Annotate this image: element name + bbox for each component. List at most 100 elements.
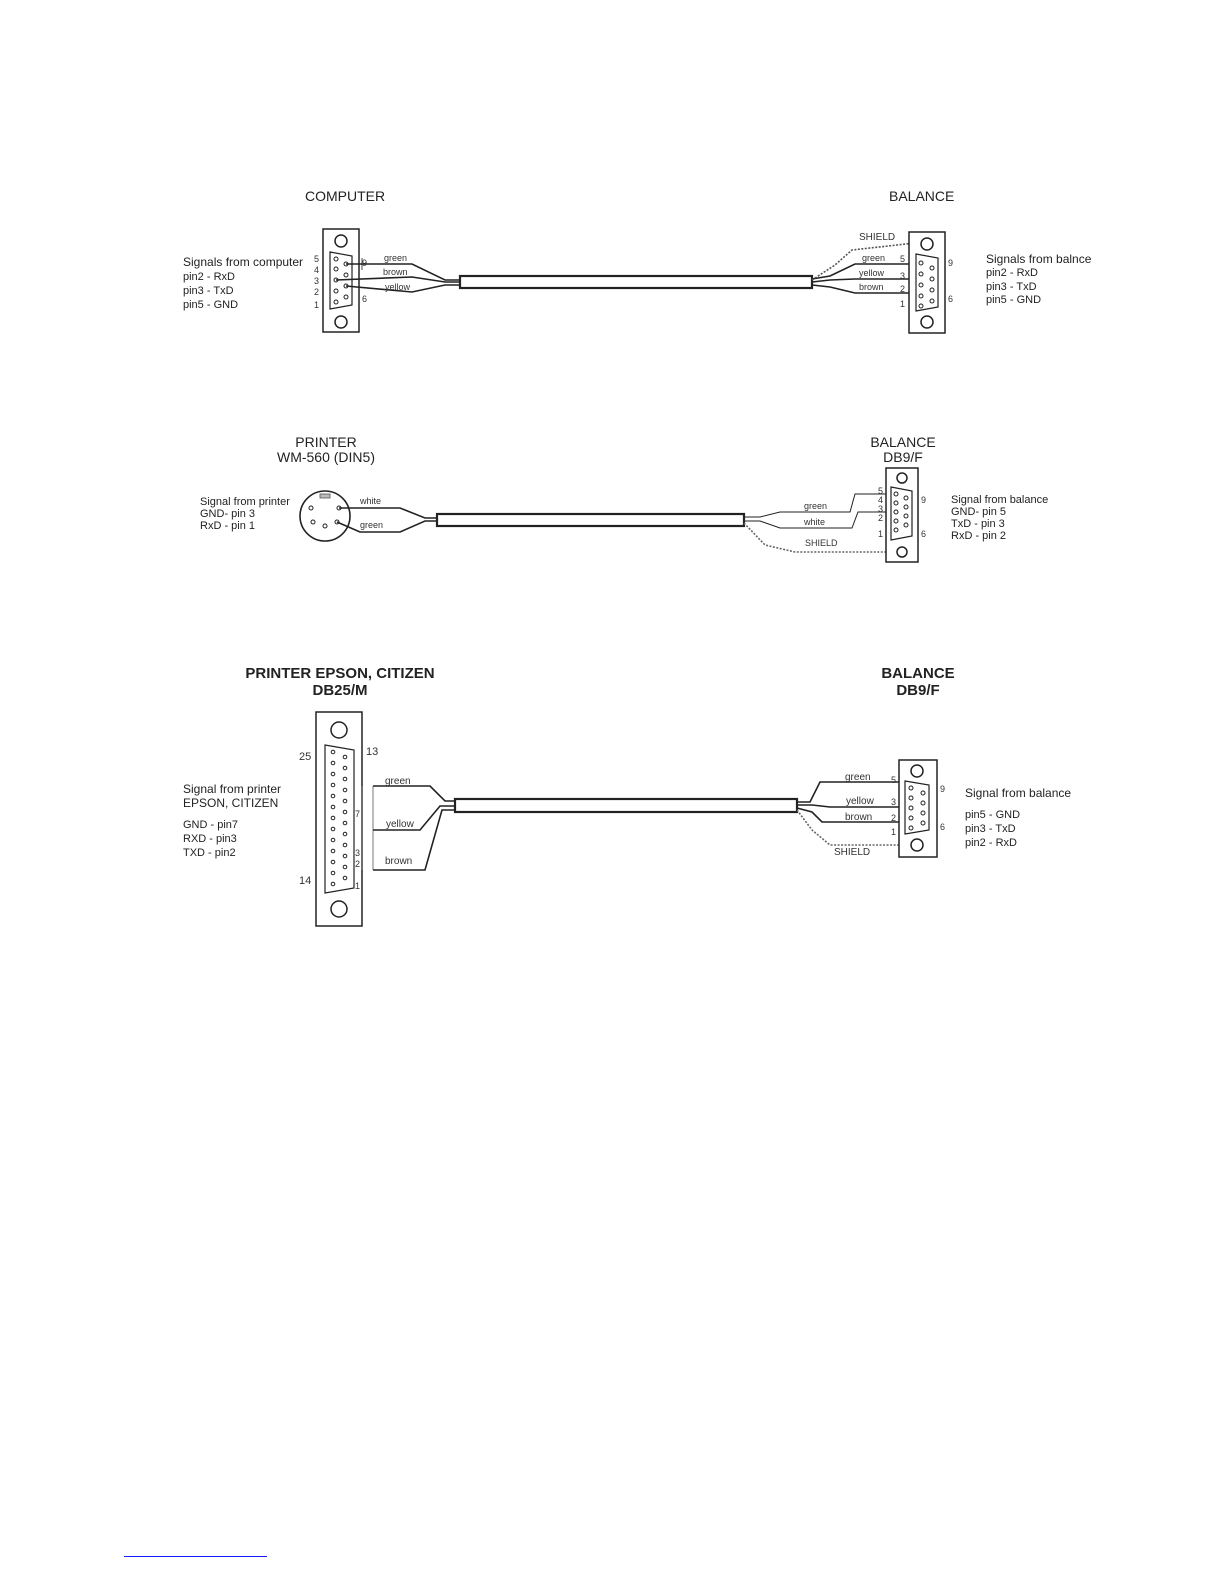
balance-db9-connector: [908, 231, 946, 334]
wire-label-white: white: [359, 496, 381, 506]
balance-signal-gnd: pin5 - GND: [965, 809, 1020, 821]
diagram-printer-db25-balance: PRINTER EPSON, CITIZEN DB25/M BALANCE DB…: [183, 665, 1071, 927]
pin-label: 3: [900, 271, 905, 281]
wire-label-yellow: yellow: [846, 796, 875, 807]
printer-signals-heading: Signal from printer: [200, 496, 290, 508]
balance-wires: [811, 242, 916, 294]
pin-label: 1: [314, 300, 319, 310]
pin-label: 3: [891, 797, 896, 807]
computer-wires: [335, 258, 460, 293]
pin-label: 1: [878, 529, 883, 539]
pin-label: 9: [921, 495, 926, 505]
pin-label: 6: [362, 294, 367, 304]
printer-title: PRINTER EPSON, CITIZEN: [245, 665, 434, 682]
cable: [458, 274, 814, 290]
pin-label: 9: [362, 258, 367, 268]
pin-label: 2: [314, 287, 319, 297]
wire-label-green: green: [385, 776, 411, 787]
printer-db25-connector: [315, 711, 363, 927]
footnote-separator: [124, 1556, 267, 1557]
pin-label: 6: [940, 822, 945, 832]
printer-signal-gnd: GND- pin 3: [200, 508, 255, 520]
pin-label: 5: [900, 254, 905, 264]
wire-label-brown: brown: [385, 856, 412, 867]
balance-title: BALANCE: [889, 188, 954, 204]
balance-db9-connector: [898, 759, 938, 858]
printer-signal-txd: TXD - pin2: [183, 847, 236, 859]
balance-signal-rxd: pin2 - RxD: [986, 267, 1038, 279]
balance-signal-rxd: RxD - pin 2: [951, 530, 1006, 542]
wire-label-brown: brown: [383, 267, 408, 277]
pin-label: 2: [878, 513, 883, 523]
printer-signal-rxd: RxD - pin 1: [200, 520, 255, 532]
computer-signal-txd: pin3 - TxD: [183, 285, 234, 297]
wire-label-yellow: yellow: [859, 268, 885, 278]
printer-signal-rxd: RXD - pin3: [183, 833, 237, 845]
printer-models: EPSON, CITIZEN: [183, 796, 278, 810]
pin-label: 1: [900, 299, 905, 309]
pin-label: 1: [355, 881, 360, 891]
printer-title: PRINTER: [295, 434, 356, 450]
computer-title: COMPUTER: [305, 188, 385, 204]
pin-label: 9: [940, 784, 945, 794]
balance-signals-heading: Signals from balnce: [986, 252, 1092, 266]
wire-label-green: green: [804, 501, 827, 511]
printer-wires: [373, 785, 455, 871]
pin-label: 4: [314, 265, 319, 275]
cable: [453, 797, 799, 814]
shield-label: SHIELD: [859, 232, 895, 243]
wire-label-white: white: [803, 517, 825, 527]
wire-label-yellow: yellow: [385, 282, 411, 292]
balance-signal-txd: pin3 - TxD: [965, 823, 1016, 835]
pin-label: 7: [355, 809, 360, 819]
shield-label: SHIELD: [805, 538, 838, 548]
wire-label-green: green: [360, 520, 383, 530]
pin-label: 6: [921, 529, 926, 539]
wire-label-green: green: [384, 253, 407, 263]
diagram-printer-din5-balance: PRINTER WM-560 (DIN5) BALANCE DB9/F Sign…: [200, 434, 1048, 563]
balance-title: BALANCE: [881, 665, 954, 682]
printer-wires: [336, 507, 437, 533]
computer-signal-rxd: pin2 - RxD: [183, 271, 235, 283]
db25-bracket: [361, 786, 374, 870]
pin-label: 25: [299, 751, 311, 763]
balance-signal-rxd: pin2 - RxD: [965, 837, 1017, 849]
balance-signals-heading: Signal from balance: [951, 494, 1048, 506]
computer-signals-heading: Signals from computer: [183, 255, 303, 269]
balance-signal-txd: pin3 - TxD: [986, 281, 1037, 293]
balance-signal-gnd: pin5 - GND: [986, 294, 1041, 306]
balance-signal-txd: TxD - pin 3: [951, 518, 1005, 530]
wire-label-yellow: yellow: [386, 819, 415, 830]
pin-label: 14: [299, 875, 311, 887]
pin-label: 1: [891, 827, 896, 837]
pin-label: 3: [878, 504, 883, 514]
pin-label: 3: [314, 276, 319, 286]
pin-label: 5: [891, 775, 896, 785]
printer-model: WM-560 (DIN5): [277, 449, 375, 465]
wire-label-green: green: [845, 772, 871, 783]
printer-signals-heading: Signal from printer: [183, 782, 281, 796]
wire-label-brown: brown: [859, 282, 884, 292]
balance-wires: [796, 781, 905, 846]
balance-signals-heading: Signal from balance: [965, 786, 1071, 800]
balance-wires: [743, 493, 890, 553]
diagram-computer-balance: COMPUTER BALANCE Signals from computer p…: [183, 188, 1092, 334]
wire-label-brown: brown: [845, 812, 872, 823]
wire-label-green: green: [862, 253, 885, 263]
din5-connector: [299, 490, 351, 542]
pin-label: 2: [891, 813, 896, 823]
balance-connector-type: DB9/F: [896, 682, 939, 699]
pin-label: 2: [900, 284, 905, 294]
pin-label: 6: [948, 294, 953, 304]
balance-connector-type: DB9/F: [883, 449, 923, 465]
pin-label: 9: [948, 258, 953, 268]
pin-label: 5: [878, 486, 883, 496]
balance-db9-connector: [885, 467, 919, 563]
balance-signal-gnd: GND- pin 5: [951, 506, 1006, 518]
printer-connector-type: DB25/M: [312, 682, 367, 699]
balance-title: BALANCE: [870, 434, 935, 450]
shield-label: SHIELD: [834, 847, 870, 858]
computer-signal-gnd: pin5 - GND: [183, 299, 238, 311]
pin-label: 2: [355, 859, 360, 869]
